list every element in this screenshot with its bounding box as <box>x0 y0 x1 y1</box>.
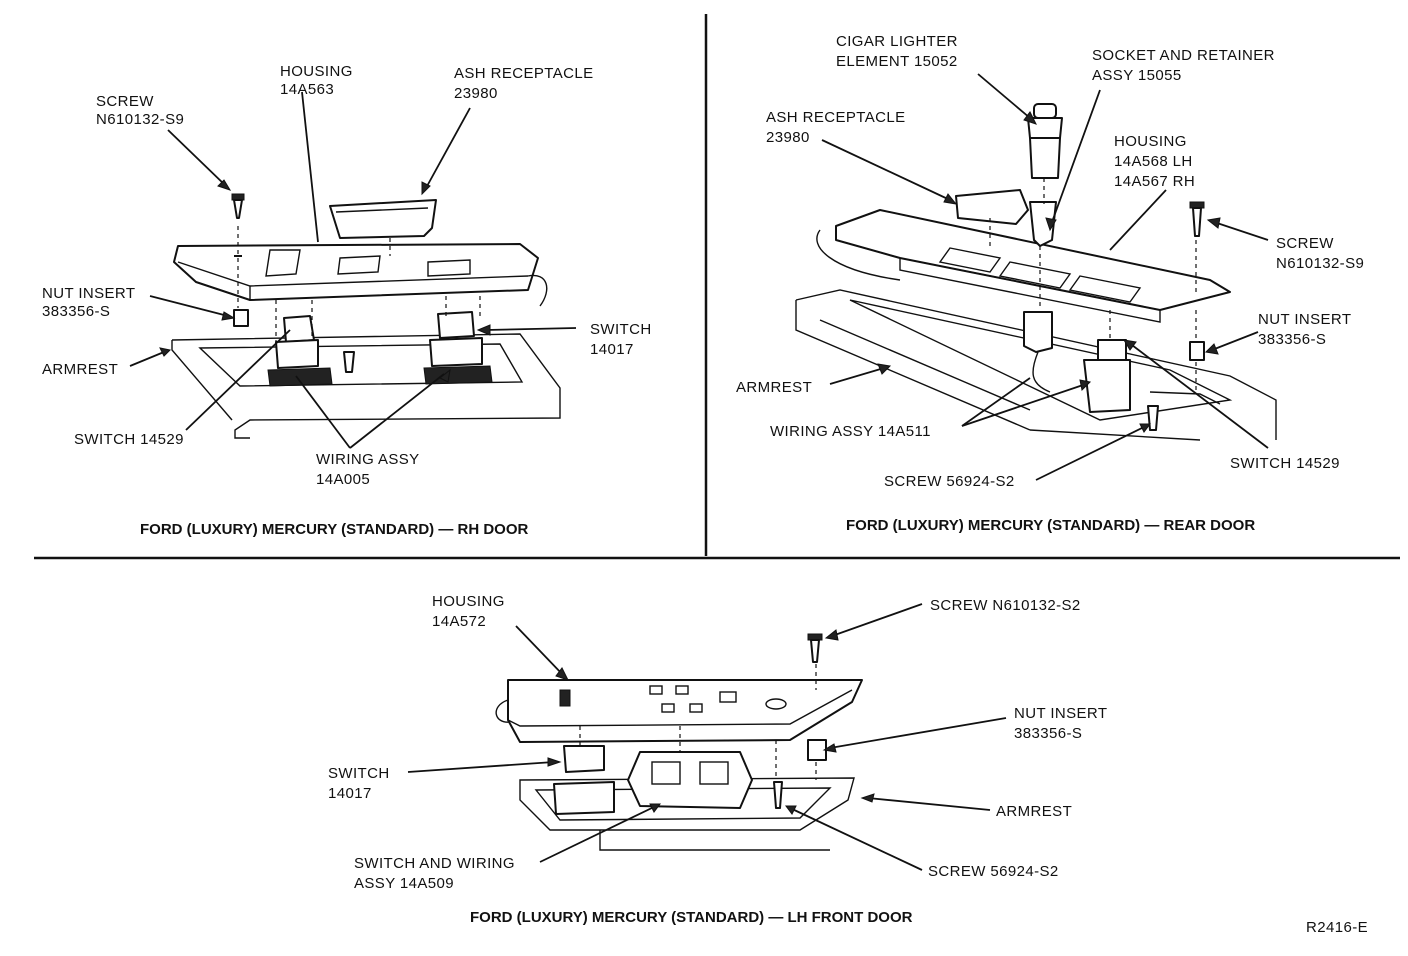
label-armrest-rh: ARMREST <box>42 361 118 378</box>
label-screw-lh-top: SCREW N610132-S2 <box>930 597 1081 614</box>
wiring-assy-rear <box>1023 311 1131 413</box>
switch-14529-rh <box>275 315 319 369</box>
screw-rear <box>1189 201 1205 237</box>
label-switch-14529-rh: SWITCH 14529 <box>74 431 184 448</box>
nut-insert-rh <box>233 309 249 327</box>
leaders-rear <box>821 73 1269 481</box>
armrest-rear <box>795 289 1277 441</box>
label-switch-14529-rear: SWITCH 14529 <box>1230 455 1340 472</box>
caption-rh-door: FORD (LUXURY) MERCURY (STANDARD) — RH DO… <box>140 521 528 538</box>
label-armrest-lh: ARMREST <box>996 803 1072 820</box>
label-screw-lh-bottom: SCREW 56924-S2 <box>928 863 1059 880</box>
screw-rh <box>231 193 245 219</box>
label-wiring-assy-rear: WIRING ASSY 14A511 <box>770 423 931 440</box>
screw-lh-top <box>807 633 823 663</box>
nut-insert-lh <box>807 739 827 761</box>
switch-wiring-assy-lh <box>627 751 753 809</box>
armrest-rh <box>171 333 561 439</box>
caption-rear-door: FORD (LUXURY) MERCURY (STANDARD) — REAR … <box>846 517 1255 534</box>
ash-receptacle-rear <box>955 189 1029 225</box>
switch-14017-lh <box>553 745 615 815</box>
leaders-rh <box>129 91 577 449</box>
socket-retainer <box>1029 201 1057 247</box>
ash-receptacle-rh <box>329 199 437 239</box>
housing-14a572 <box>495 679 863 743</box>
cigar-lighter <box>1027 103 1063 179</box>
label-screw-56924-rear: SCREW 56924-S2 <box>884 473 1015 490</box>
housing-14a568 <box>816 209 1231 323</box>
caption-lh-front-door: FORD (LUXURY) MERCURY (STANDARD) — LH FR… <box>470 909 913 926</box>
figure-id: R2416-E <box>1306 919 1368 936</box>
nut-insert-rear <box>1189 341 1205 361</box>
leaders-lh <box>407 603 1007 871</box>
label-armrest-rear: ARMREST <box>736 379 812 396</box>
switch-14017-rh <box>429 311 483 367</box>
housing-14a563 <box>173 243 548 307</box>
